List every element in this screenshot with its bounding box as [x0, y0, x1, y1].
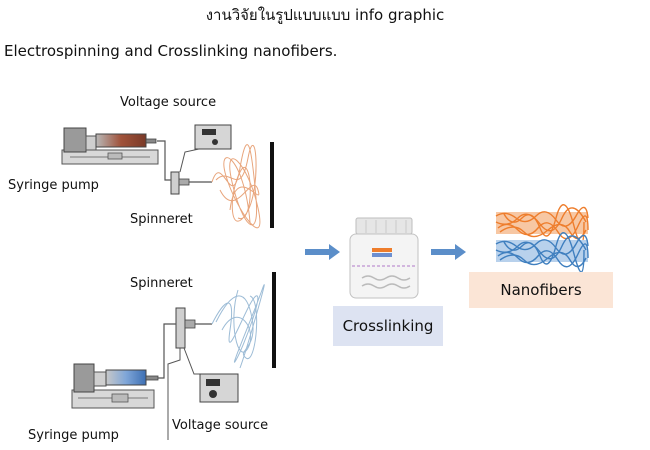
nanofibers-label: Nanofibers	[500, 281, 582, 299]
syringe-pump-label-top: Syringe pump	[8, 178, 99, 193]
nanofibers-label-box: Nanofibers	[469, 272, 613, 308]
nanofiber-mat-blue-icon	[495, 232, 589, 273]
syringe-pump-label-bottom: Syringe pump	[28, 428, 119, 443]
crosslinking-jar-icon	[349, 217, 419, 299]
nanofiber-mat-orange-icon	[495, 204, 589, 245]
page-title: งานวิจัยในรูปแบบแบบ info graphic	[205, 6, 445, 24]
arrow-right-icon-2	[431, 244, 466, 260]
voltage-source-bottom	[199, 373, 239, 403]
fiber-whip-top	[211, 144, 261, 229]
syringe-pump-top	[61, 127, 159, 165]
voltage-source-top	[194, 124, 232, 150]
spinneret-top	[157, 140, 212, 195]
crosslinking-label-box: Crosslinking	[333, 306, 443, 346]
spinneret-bottom	[158, 307, 212, 440]
voltage-source-label-bottom: Voltage source	[172, 418, 269, 433]
collector-plate-bottom	[272, 272, 276, 368]
page-subtitle: Electrospinning and Crosslinking nanofib…	[4, 42, 338, 60]
crosslinking-label: Crosslinking	[342, 317, 434, 335]
spinneret-label-bottom: Spinneret	[130, 276, 193, 291]
arrow-right-icon	[305, 244, 340, 260]
spinneret-label-top: Spinneret	[130, 212, 193, 227]
collector-plate-top	[270, 142, 274, 228]
fiber-whip-bottom	[211, 284, 265, 369]
syringe-pump-bottom	[71, 363, 159, 409]
voltage-source-label-top: Voltage source	[120, 95, 217, 110]
